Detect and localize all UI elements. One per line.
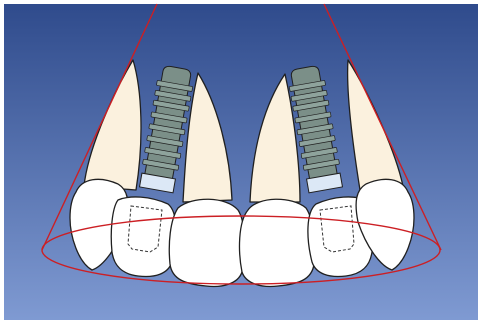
- central-incisor-left-crown: [169, 199, 244, 286]
- central-incisor-right-crown: [240, 199, 315, 286]
- lateral-incisor-left-crown: [111, 197, 176, 277]
